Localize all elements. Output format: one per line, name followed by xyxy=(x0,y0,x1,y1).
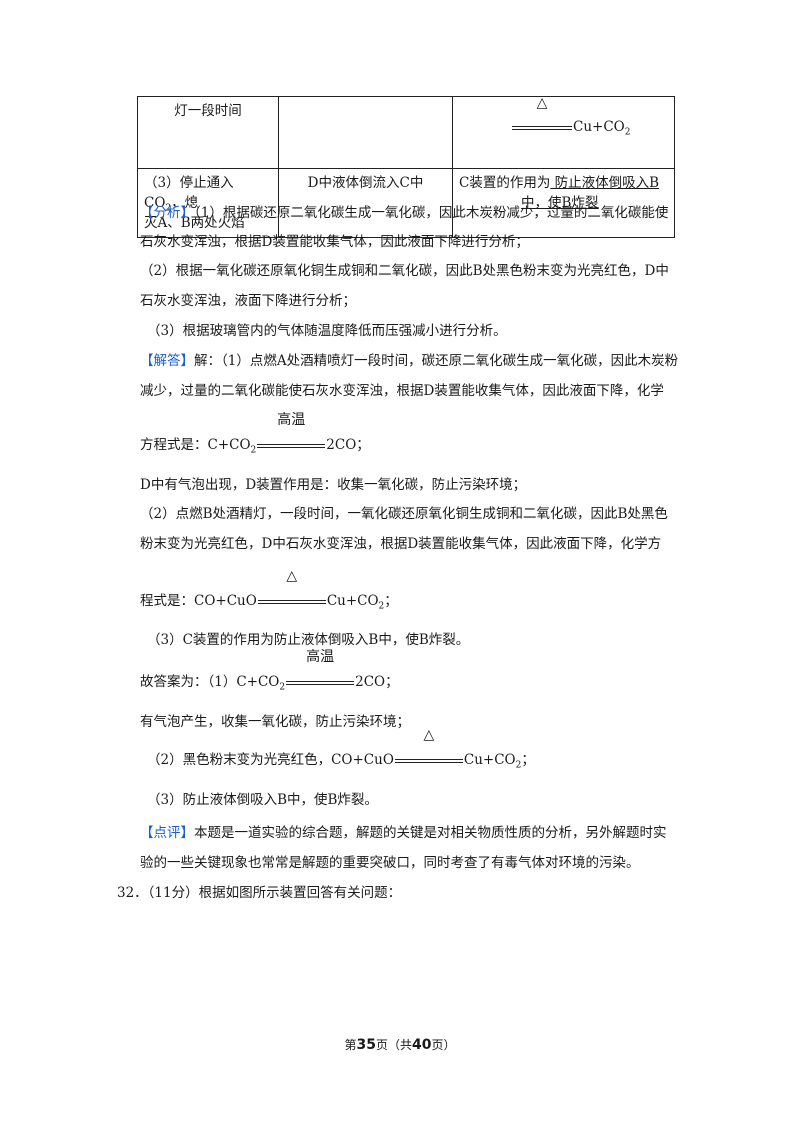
text: 方程式是：C+CO xyxy=(140,437,251,453)
table-cell: （3）停止通入CO2，熄 灭A、B两处火焰 xyxy=(137,168,279,238)
experiment-table: 灯一段时间 △ Cu+CO2 （3）停止通入CO2，熄 灭A、B两处火焰 D中液… xyxy=(137,95,675,238)
answer-line: 有气泡产生，收集一氧化碳，防止污染环境； xyxy=(140,711,410,733)
equation-fragment: 高温 xyxy=(285,649,355,693)
text: 本题是一道实验的综合题，解题的关键是对相关物质性质的分析，另外解题时实 xyxy=(194,825,667,841)
analysis-tag: 【分析】 xyxy=(140,205,194,221)
equals-sign xyxy=(257,599,326,604)
reaction-condition: △ xyxy=(286,568,298,584)
text: 页（共 xyxy=(375,1038,412,1052)
equation-line: 方程式是：C+CO2 高温 2CO； xyxy=(140,412,370,456)
text: 减少，过量的二氧化碳能使石灰水变浑浊，根据D装置能收集气体，因此液面下降，化学 xyxy=(140,383,664,399)
text: 粉末变为光亮红色，D中石灰水变浑浊，根据D装置能收集气体，因此液面下降，化学方 xyxy=(140,536,662,552)
cell-text: （3）停止通入CO xyxy=(144,175,234,211)
equation-line: 程式是：CO+CuO △ Cu+CO2； xyxy=(140,568,398,612)
equation-fragment: △ xyxy=(394,727,464,771)
cell-text: C装置的作用为 xyxy=(459,175,551,191)
reaction-condition: △ xyxy=(423,727,435,743)
analysis-line: 石灰水变浑浊，液面下降进行分析； xyxy=(140,290,356,312)
table-cell: C装置的作用为 防止液体倒吸入B 中，使B炸裂 xyxy=(452,168,675,238)
answer-line: （3）防止液体倒吸入B中，使B炸裂。 xyxy=(147,789,378,811)
text: 解：（1）点燃A处酒精喷灯一段时间，碳还原二氧化碳生成一氧化碳，因此木炭粉 xyxy=(194,353,679,369)
text: 32．（11分）根据如图所示装置回答有关问题： xyxy=(117,885,402,901)
text: 页） xyxy=(431,1038,456,1052)
text: （2）点燃B处酒精灯，一段时间，一氧化碳还原氧化铜生成铜和二氧化碳，因此B处黑色 xyxy=(140,506,668,522)
text: （3）根据玻璃管内的气体随温度降低而压强减小进行分析。 xyxy=(147,323,507,339)
equation-fragment: △ xyxy=(257,568,327,612)
cell-text: D中液体倒流入C中 xyxy=(307,175,424,191)
text: Cu+CO xyxy=(326,593,379,609)
text: 2CO； xyxy=(355,674,399,690)
text: 验的一些关键现象也常常是解题的重要突破口，同时考查了有毒气体对环境的污染。 xyxy=(140,855,640,871)
answer-line: （3）C装置的作用为防止液体倒吸入B中，使B炸裂。 xyxy=(147,629,469,651)
text: （2）根据一氧化碳还原氧化铜生成铜和二氧化碳，因此B处黑色粉末变为光亮红色，D中 xyxy=(140,263,669,279)
analysis-line: 【分析】（1）根据碳还原二氧化碳生成一氧化碳，因此木炭粉减少，过量的二氧化碳能使 xyxy=(140,202,668,224)
reaction-condition: 高温 xyxy=(277,412,306,428)
text: 石灰水变浑浊，液面下降进行分析； xyxy=(140,293,356,309)
table-row: 灯一段时间 △ Cu+CO2 xyxy=(137,95,675,169)
text: ； xyxy=(521,752,535,768)
page-number: 35 xyxy=(356,1037,376,1053)
answer-line: 粉末变为光亮红色，D中石灰水变浑浊，根据D装置能收集气体，因此液面下降，化学方 xyxy=(140,533,661,555)
equation-product: Cu+CO xyxy=(573,119,625,135)
comment-line: 【点评】本题是一道实验的综合题，解题的关键是对相关物质性质的分析，另外解题时实 xyxy=(140,822,667,844)
equation-fragment: △ xyxy=(511,95,573,137)
text: 程式是：CO+CuO xyxy=(140,593,257,609)
analysis-line: 石灰水变浑浊，根据D装置能收集气体，因此液面下降进行分析； xyxy=(140,231,529,253)
answer-line: （2）点燃B处酒精灯，一段时间，一氧化碳还原氧化铜生成铜和二氧化碳，因此B处黑色 xyxy=(140,503,668,525)
text: 故答案为：（1）C+CO xyxy=(140,674,280,690)
subscript: 2 xyxy=(378,601,385,612)
text: （2）黑色粉末变为光亮红色，CO+CuO xyxy=(147,752,394,768)
table-cell: D中液体倒流入C中 xyxy=(278,168,453,238)
text: Cu+CO xyxy=(463,752,516,768)
text: 石灰水变浑浊，根据D装置能收集气体，因此液面下降进行分析； xyxy=(140,234,529,250)
page-footer: 第35页（共40页） xyxy=(0,1036,800,1053)
question-line: 32．（11分）根据如图所示装置回答有关问题： xyxy=(117,882,401,904)
table-row: （3）停止通入CO2，熄 灭A、B两处火焰 D中液体倒流入C中 C装置的作用为 … xyxy=(137,168,675,238)
answer-line: 【解答】解：（1）点燃A处酒精喷灯一段时间，碳还原二氧化碳生成一氧化碳，因此木炭… xyxy=(140,350,678,372)
table-cell: △ Cu+CO2 xyxy=(452,95,675,169)
equation-line: 故答案为：（1）C+CO2 高温 2CO； xyxy=(140,649,399,693)
analysis-line: （2）根据一氧化碳还原氧化铜生成铜和二氧化碳，因此B处黑色粉末变为光亮红色，D中 xyxy=(140,260,669,282)
equals-sign xyxy=(286,680,355,685)
equals-sign xyxy=(512,125,572,130)
reaction-condition: 高温 xyxy=(306,649,335,665)
answer-blank: 中，使B炸裂 xyxy=(521,195,599,211)
text: ； xyxy=(384,593,398,609)
comment-line: 验的一些关键现象也常常是解题的重要突破口，同时考查了有毒气体对环境的污染。 xyxy=(140,852,640,874)
text: （1）根据碳还原二氧化碳生成一氧化碳，因此木炭粉减少，过量的二氧化碳能使 xyxy=(194,205,669,221)
comment-tag: 【点评】 xyxy=(140,825,194,841)
text: D中有气泡出现，D装置作用是：收集一氧化碳，防止污染环境； xyxy=(140,477,527,493)
equation-fragment: 高温 xyxy=(256,412,326,456)
cell-text: ，熄 xyxy=(171,195,199,211)
subscript: 2 xyxy=(250,445,257,456)
table-cell: 灯一段时间 xyxy=(137,96,279,169)
subscript: 2 xyxy=(515,760,522,771)
subscript: 2 xyxy=(279,682,286,693)
subscript: 2 xyxy=(624,127,631,138)
answer-line: D中有气泡出现，D装置作用是：收集一氧化碳，防止污染环境； xyxy=(140,474,526,496)
answer-blank: 防止液体倒吸入B xyxy=(550,175,660,191)
analysis-line: （3）根据玻璃管内的气体随温度降低而压强减小进行分析。 xyxy=(147,320,507,342)
cell-text: 灯一段时间 xyxy=(174,103,242,119)
total-pages: 40 xyxy=(412,1037,432,1053)
text: （3）C装置的作用为防止液体倒吸入B中，使B炸裂。 xyxy=(147,632,470,648)
answer-line: 减少，过量的二氧化碳能使石灰水变浑浊，根据D装置能收集气体，因此液面下降，化学 xyxy=(140,380,664,402)
table-cell xyxy=(278,96,453,169)
answer-tag: 【解答】 xyxy=(140,353,194,369)
text: （3）防止液体倒吸入B中，使B炸裂。 xyxy=(147,792,378,808)
equals-sign xyxy=(394,758,463,763)
text: 第 xyxy=(344,1038,357,1052)
equation-line: （2）黑色粉末变为光亮红色，CO+CuO △ Cu+CO2； xyxy=(147,727,535,771)
reaction-condition: △ xyxy=(536,95,548,111)
subscript: 2 xyxy=(165,203,172,214)
cell-text: 灭A、B两处火焰 xyxy=(144,215,245,231)
text: 2CO； xyxy=(326,437,370,453)
text: 有气泡产生，收集一氧化碳，防止污染环境； xyxy=(140,714,410,730)
equals-sign xyxy=(257,443,326,448)
